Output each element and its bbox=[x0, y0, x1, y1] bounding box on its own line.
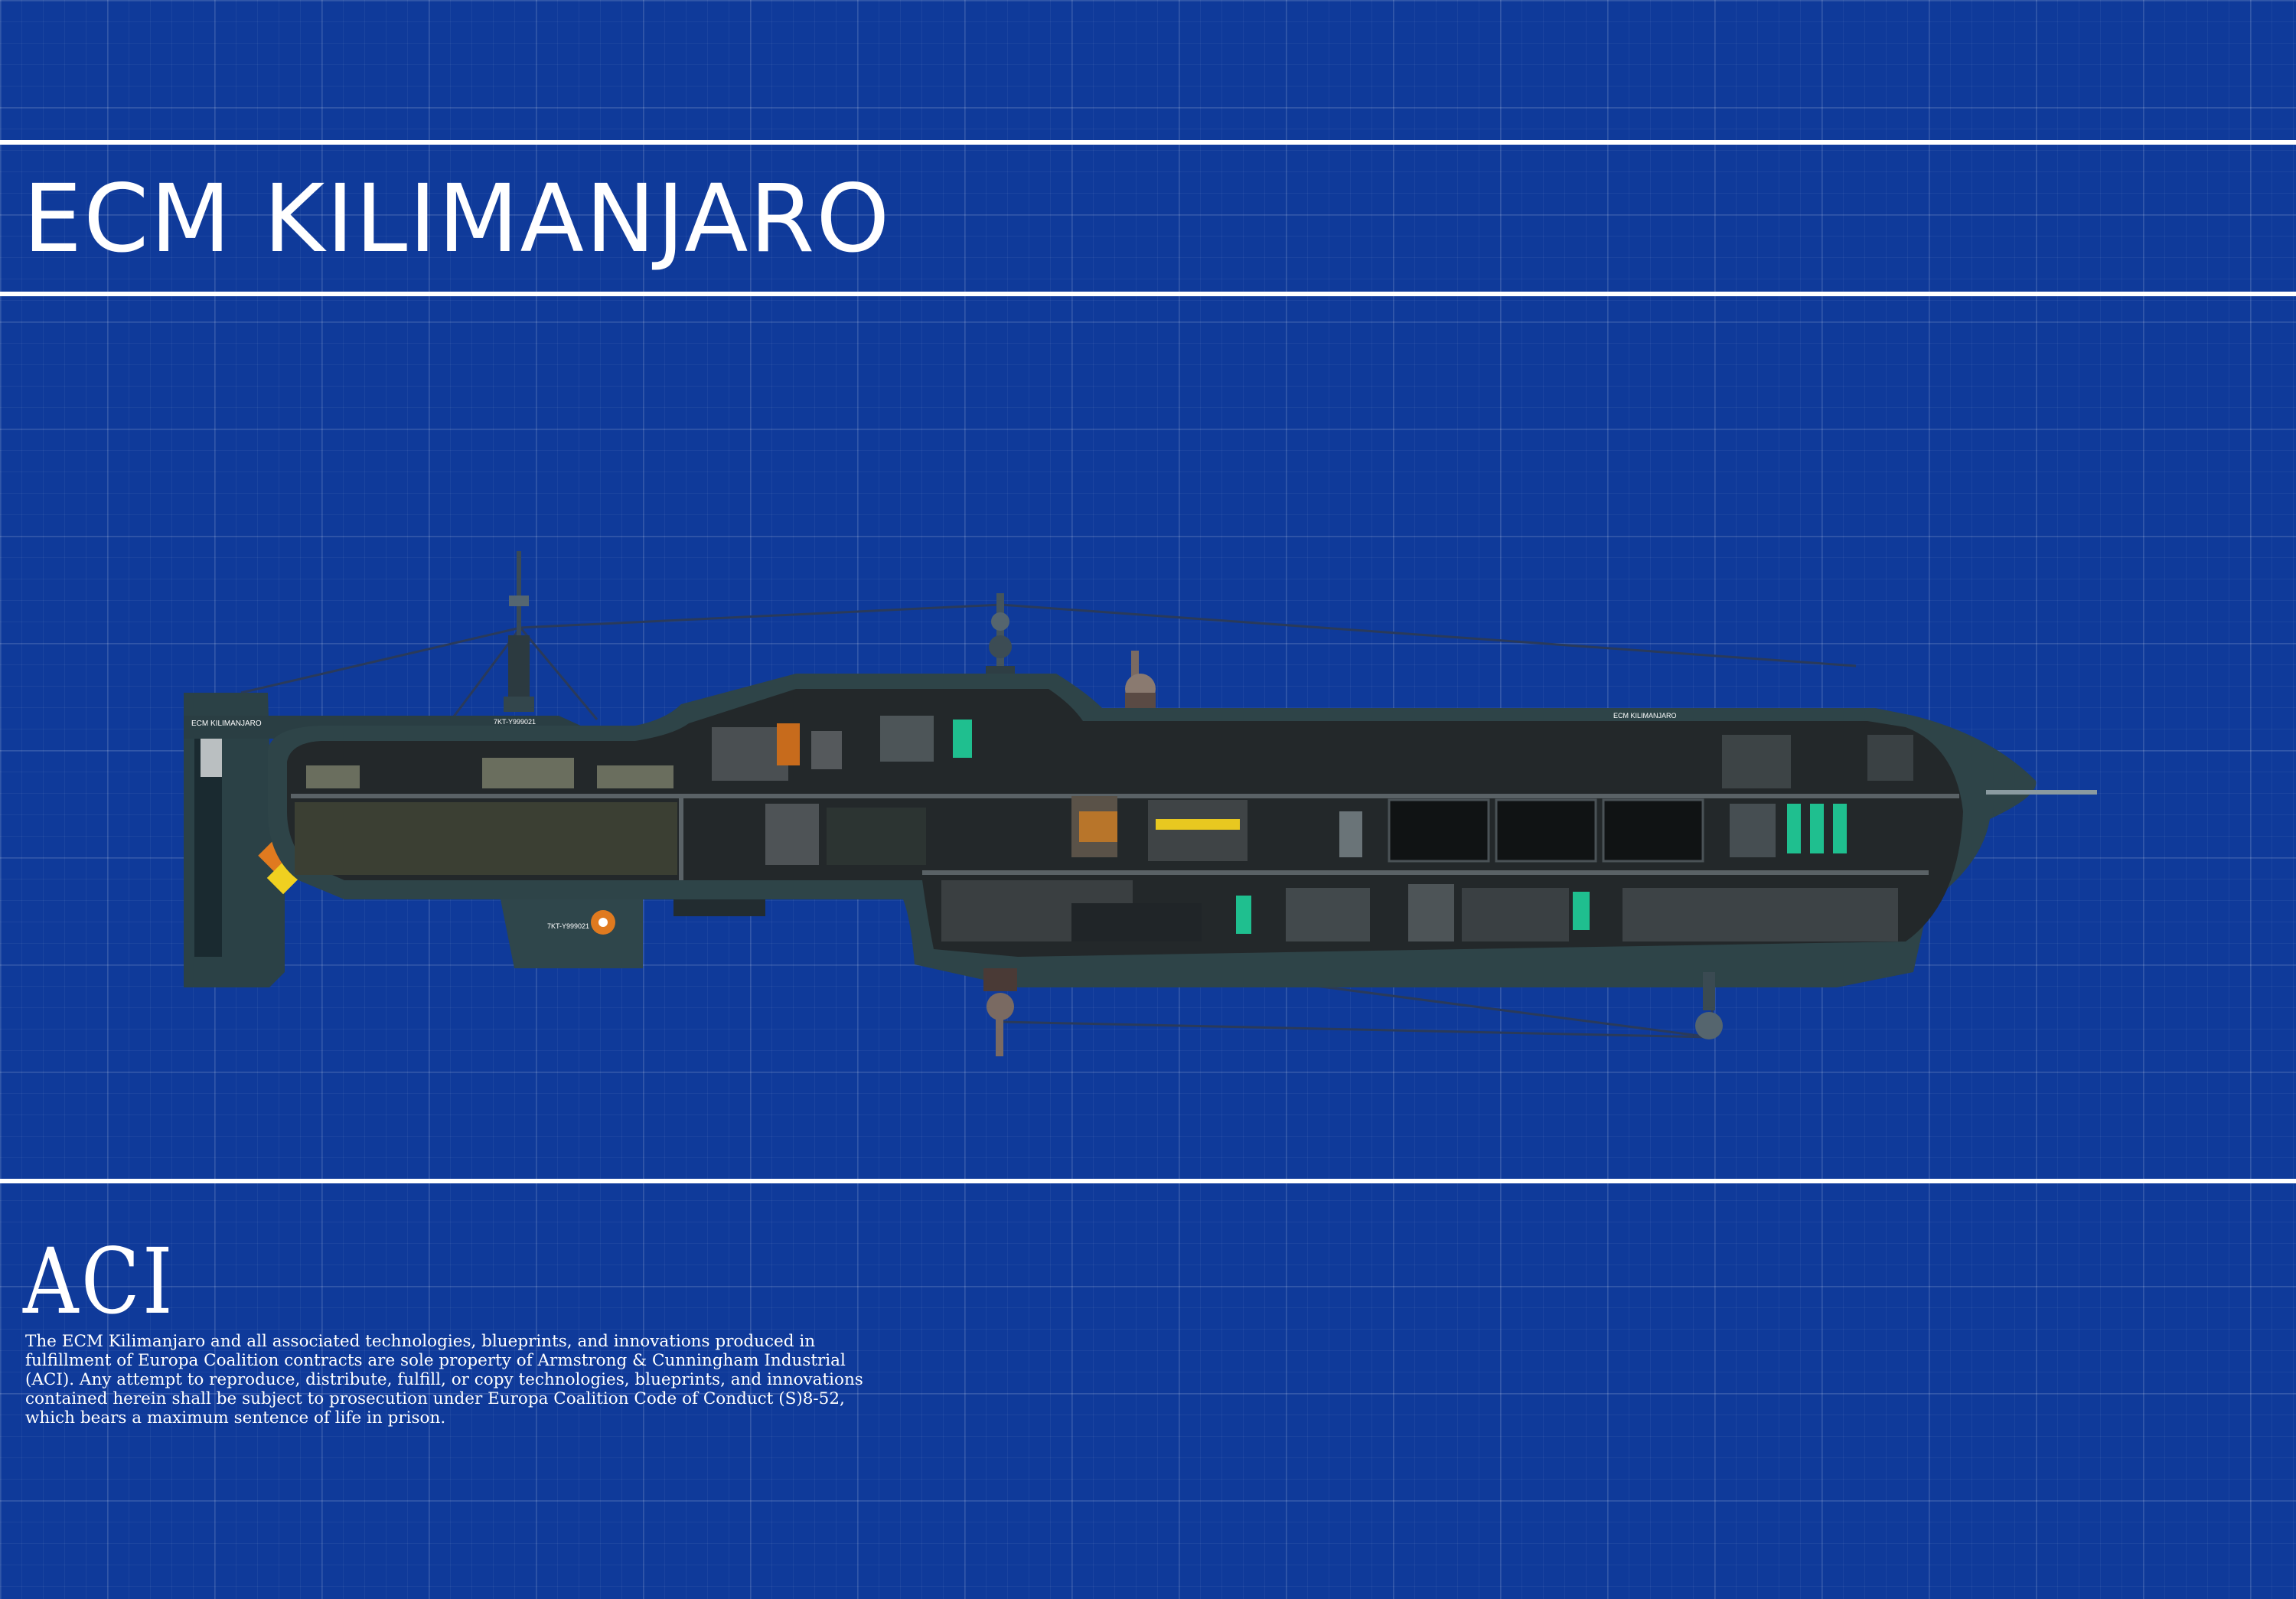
page-title: ECM KILIMANJARO bbox=[23, 165, 892, 273]
bow-spike bbox=[1986, 790, 2097, 795]
dorsal-turret bbox=[1125, 651, 1156, 716]
upper-sensor-dome bbox=[986, 593, 1015, 685]
legal-disclaimer: The ECM Kilimanjaro and all associated t… bbox=[25, 1332, 863, 1428]
hull-name-aft: ECM KILIMANJARO bbox=[191, 720, 262, 728]
hull-name-fore: ECM KILIMANJARO bbox=[1613, 712, 1677, 720]
bottom-rule bbox=[0, 1179, 2296, 1183]
machinery-compartments bbox=[712, 716, 1362, 865]
registry-upper: 7KT-Y999021 bbox=[494, 718, 536, 726]
forward-compartments bbox=[1722, 735, 1913, 857]
top-rule bbox=[0, 140, 2296, 145]
ventral-turret bbox=[983, 968, 1017, 1056]
company-brand: ACI bbox=[23, 1229, 176, 1334]
registry-lower: 7KT-Y999021 bbox=[547, 922, 589, 930]
deck-lines bbox=[291, 794, 1959, 880]
lower-deck bbox=[941, 880, 1898, 941]
keel-housing bbox=[497, 884, 643, 968]
aft-cargo-bay bbox=[295, 802, 677, 875]
ballast-tanks bbox=[1388, 798, 1704, 863]
mast bbox=[504, 551, 534, 712]
ventral-sensor bbox=[1695, 972, 1723, 1039]
title-rule bbox=[0, 292, 2296, 296]
